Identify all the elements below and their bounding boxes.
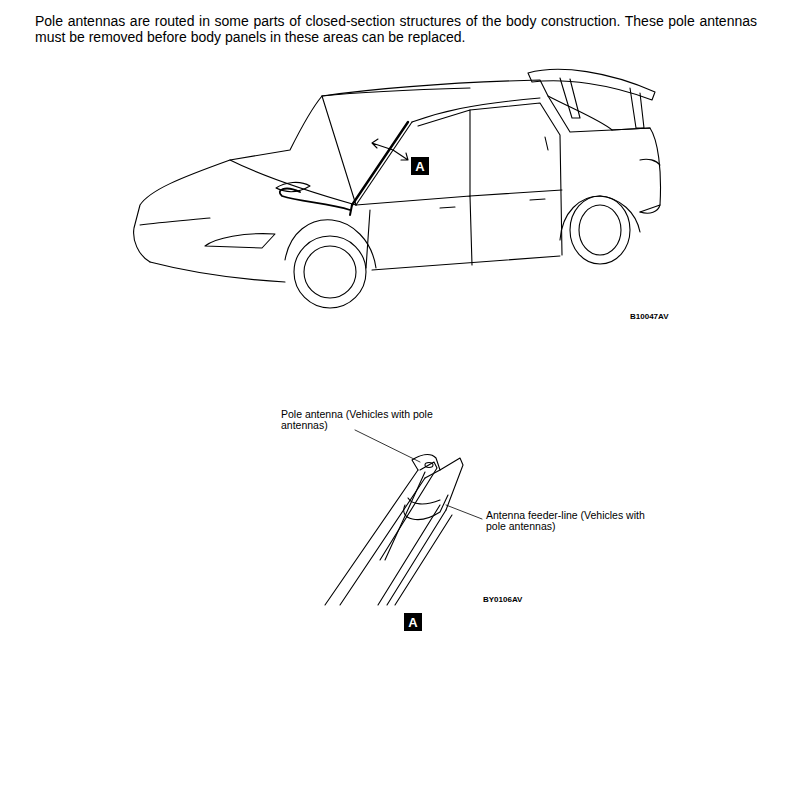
callout-letter: A [408,616,417,629]
callout-letter: A [415,160,424,173]
figure-code: BY0106AV [483,596,522,604]
view-callout: A [404,613,422,631]
part-label: Pole antenna (Vehicles with pole antenna… [281,409,456,431]
view-callout: A [411,157,429,175]
intro-text: Pole antennas are routed in some parts o… [35,14,757,45]
figure-code: B10047AV [630,313,669,321]
part-label: Antenna feeder-line (Vehicles with pole … [486,510,661,532]
